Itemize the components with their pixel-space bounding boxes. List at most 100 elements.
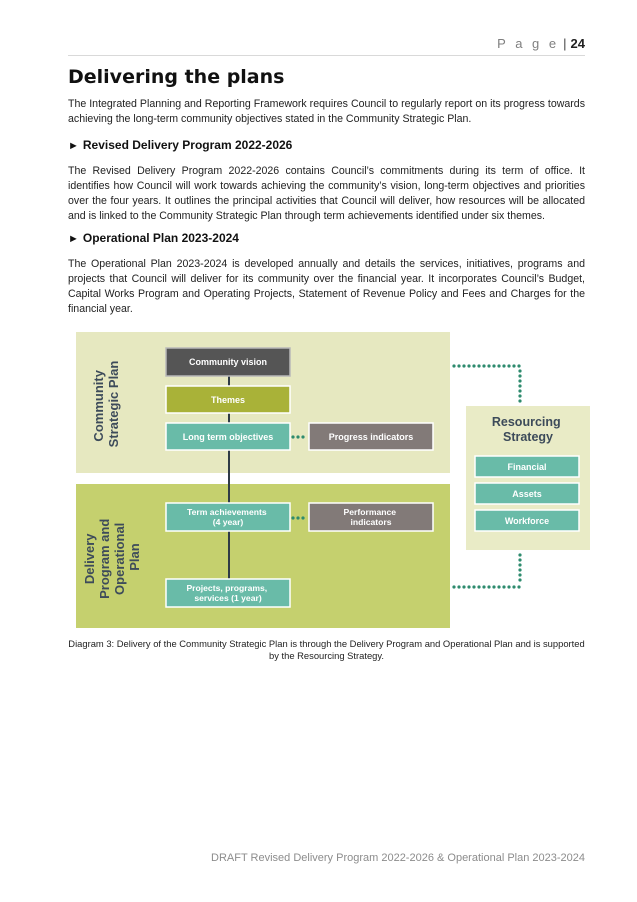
workforce-box: [474, 509, 580, 532]
connector-dot: [472, 364, 476, 368]
connector-dot: [472, 585, 476, 589]
delivery-program-paragraph: The Revised Delivery Program 2022-2026 c…: [68, 165, 585, 222]
section-heading-operational-plan: ►Operational Plan 2023-2024: [68, 231, 239, 245]
connector-dot: [517, 585, 521, 589]
connector-dot: [477, 364, 481, 368]
section-title: Operational Plan 2023-2024: [82, 231, 239, 245]
triangle-bullet-icon: ►: [68, 233, 79, 245]
dotted-connector: [291, 435, 305, 439]
long-term-objectives-label: Long term objectives: [183, 432, 274, 442]
progress-indicators-label: Progress indicators: [329, 432, 414, 442]
dp-label-line2: Program and: [97, 519, 112, 599]
term-achievements-box: [165, 502, 291, 532]
connector-dot: [457, 585, 461, 589]
dp-label-line4: Plan: [127, 543, 142, 571]
dp-label-line1: Delivery: [82, 533, 97, 584]
connector-dot: [502, 585, 506, 589]
connector-dot: [507, 364, 511, 368]
performance-indicators-line2: indicators: [350, 517, 391, 527]
connector-dot: [518, 384, 522, 388]
connector-dot: [462, 585, 466, 589]
triangle-bullet-icon: ►: [68, 140, 79, 152]
page-number: 24: [570, 36, 585, 51]
connector-dot: [518, 374, 522, 378]
dp-label: Delivery Program and Operational Plan: [82, 515, 142, 599]
term-achievements-label: Term achievements (4 year): [187, 507, 269, 527]
csp-label-line1: Community: [91, 369, 106, 441]
page-title: Delivering the plans: [68, 66, 285, 88]
assets-box: [474, 482, 580, 505]
connector-dot: [518, 399, 522, 403]
dotted-connector-top: [452, 364, 522, 403]
connector-dot: [518, 394, 522, 398]
diagram-caption: Diagram 3: Delivery of the Community Str…: [68, 638, 585, 661]
workforce-label: Workforce: [505, 516, 549, 526]
connector-dot: [518, 568, 522, 572]
community-vision-label: Community vision: [189, 357, 267, 367]
csp-label: Community Strategic Plan: [91, 361, 121, 448]
connector-dot: [502, 364, 506, 368]
operational-plan-paragraph: The Operational Plan 2023-2024 is develo…: [68, 258, 585, 315]
dotted-connector-bottom: [452, 553, 522, 589]
connector-dot: [452, 364, 456, 368]
connector-dot: [512, 585, 516, 589]
connector-dot: [517, 364, 521, 368]
term-achievements-line2: (4 year): [213, 517, 244, 527]
page-separator: |: [563, 36, 567, 51]
community-vision-box: [165, 347, 291, 377]
connector-dot: [492, 585, 496, 589]
section-heading-delivery-program: ►Revised Delivery Program 2022-2026: [68, 138, 292, 152]
long-term-objectives-box: [165, 422, 291, 451]
resourcing-title-line2: Strategy: [503, 430, 553, 444]
financial-box: [474, 455, 580, 478]
connector-dot: [507, 585, 511, 589]
connector-dot: [457, 364, 461, 368]
connector-dot: [452, 585, 456, 589]
projects-line1: Projects, programs,: [186, 583, 267, 593]
header-rule: [68, 55, 585, 56]
connector-dot: [497, 585, 501, 589]
financial-label: Financial: [507, 462, 546, 472]
connector-dot: [518, 558, 522, 562]
connector-dot: [518, 578, 522, 582]
assets-label: Assets: [512, 489, 542, 499]
performance-indicators-label: Performance indicators: [344, 507, 399, 527]
planning-diagram: Community Strategic Plan Delivery Progra…: [76, 322, 600, 628]
connector-dot: [467, 585, 471, 589]
connector-dot: [512, 364, 516, 368]
csp-label-line2: Strategic Plan: [106, 361, 121, 448]
page-number-block: P a g e|24: [497, 36, 585, 51]
resourcing-title: Resourcing Strategy: [492, 415, 564, 444]
connector-dot: [518, 379, 522, 383]
page-label: P a g e: [497, 36, 560, 51]
performance-indicators-box: [308, 502, 434, 532]
connector-dot: [482, 364, 486, 368]
connector-dot: [518, 553, 522, 557]
connector-dot: [497, 364, 501, 368]
projects-line2: services (1 year): [194, 593, 262, 603]
connector-dot: [518, 369, 522, 373]
connector-dot: [492, 364, 496, 368]
connector-dot: [518, 389, 522, 393]
progress-indicators-box: [308, 422, 434, 451]
connector-dot: [467, 364, 471, 368]
projects-label: Projects, programs, services (1 year): [186, 583, 269, 603]
themes-box: [165, 385, 291, 414]
connector-dot: [477, 585, 481, 589]
connector-dot: [482, 585, 486, 589]
section-title: Revised Delivery Program 2022-2026: [82, 138, 293, 152]
connector-dot: [518, 563, 522, 567]
resourcing-title-line1: Resourcing: [492, 415, 561, 429]
footer-text: DRAFT Revised Delivery Program 2022-2026…: [211, 852, 585, 864]
performance-indicators-line1: Performance: [344, 507, 397, 517]
themes-label: Themes: [211, 395, 245, 405]
projects-box: [165, 578, 291, 608]
dotted-connector: [291, 516, 305, 520]
connector-dot: [518, 573, 522, 577]
intro-paragraph: The Integrated Planning and Reporting Fr…: [68, 98, 585, 125]
term-achievements-line1: Term achievements: [187, 507, 267, 517]
connector-dot: [487, 585, 491, 589]
connector-dot: [487, 364, 491, 368]
connector-dot: [462, 364, 466, 368]
dp-label-line3: Operational: [112, 523, 127, 595]
